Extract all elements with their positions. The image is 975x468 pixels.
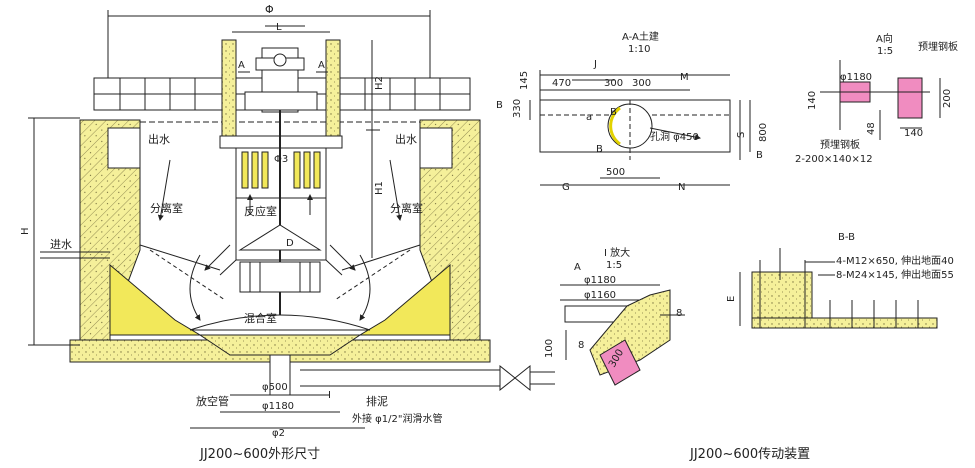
view-a-dim-200: 200 bbox=[942, 89, 953, 108]
aa-mark-a: a bbox=[586, 112, 592, 123]
dim-phi500: φ500 bbox=[262, 382, 288, 393]
aa-mark-b-right: B bbox=[756, 150, 763, 161]
detail-i-dim-8b: 8 bbox=[676, 308, 682, 319]
dim-phi1180: φ1180 bbox=[262, 401, 294, 412]
detail-i-dim-phi1160: φ1160 bbox=[584, 290, 616, 301]
aa-hole: 孔洞 φ450 bbox=[650, 131, 699, 143]
aa-mark-b-inner2: B bbox=[596, 144, 603, 155]
view-a-labels: A向 1:5 预埋钢板 φ1180 140 48 200 140 预埋钢板 2-… bbox=[795, 32, 958, 165]
view-a-plate-spec: 2-200×140×12 bbox=[795, 154, 873, 165]
dim-h1: H1 bbox=[374, 181, 385, 195]
aa-dim-m: M bbox=[680, 72, 689, 83]
mark-a-left: A bbox=[238, 60, 245, 71]
aa-mark-b-inner: B bbox=[610, 107, 617, 118]
view-a-dim-140a: 140 bbox=[807, 91, 818, 110]
bb-bolt2: 8-M24×145, 伸出地面55 bbox=[836, 268, 954, 281]
dim-h2: H2 bbox=[374, 76, 385, 90]
dim-l: L bbox=[276, 22, 282, 33]
aa-dim-470: 470 bbox=[552, 78, 571, 89]
section-aa-labels: A-A土建 1:10 J 470 300 300 M 145 330 B B B… bbox=[496, 30, 769, 193]
view-a bbox=[820, 60, 941, 140]
label-separation-left: 分离室 bbox=[150, 201, 183, 215]
dim-phi: Φ bbox=[265, 3, 274, 16]
caption-main: JJ200~600外形尺寸 bbox=[199, 447, 320, 462]
bb-dim-e: E bbox=[726, 296, 737, 302]
view-a-scale: 1:5 bbox=[877, 46, 893, 57]
mark-a-right: A bbox=[318, 60, 325, 71]
view-a-plate-label: 预埋钢板 bbox=[918, 40, 958, 53]
detail-i-dim-phi1180: φ1180 bbox=[584, 275, 616, 286]
aa-dim-s: S bbox=[736, 132, 747, 138]
detail-i-title: I 放大 bbox=[604, 246, 630, 259]
aa-dim-145: 145 bbox=[519, 71, 530, 90]
label-outlet-right: 出水 bbox=[395, 132, 417, 146]
view-a-title: A向 bbox=[876, 32, 893, 45]
aa-dim-j: J bbox=[593, 59, 597, 70]
bb-bolt1: 4-M12×650, 伸出地面40 bbox=[836, 254, 954, 267]
dim-h: H bbox=[20, 227, 31, 235]
bb-title: B-B bbox=[838, 232, 855, 243]
aa-dim-330: 330 bbox=[512, 99, 523, 118]
aa-dim-n: N bbox=[678, 182, 685, 193]
aa-scale: 1:10 bbox=[628, 44, 650, 55]
aa-title: A-A土建 bbox=[622, 30, 659, 43]
label-reaction-chamber: 反应室 bbox=[244, 204, 277, 218]
label-inlet: 进水 bbox=[50, 238, 72, 251]
label-sludge-discharge: 排泥 bbox=[366, 394, 388, 408]
detail-i-scale: 1:5 bbox=[606, 260, 622, 271]
view-a-dim-phi1180: φ1180 bbox=[840, 72, 872, 83]
view-a-dim-140b: 140 bbox=[904, 128, 923, 139]
launder-right bbox=[419, 127, 453, 169]
aa-dim-g: G bbox=[562, 182, 570, 193]
mark-d: D bbox=[286, 238, 294, 249]
label-outlet-left: 出水 bbox=[148, 132, 170, 146]
detail-i bbox=[560, 284, 685, 386]
label-mixing-chamber: 混合室 bbox=[244, 311, 277, 325]
aa-dim-800: 800 bbox=[758, 123, 769, 142]
main-clarifier-drawing bbox=[28, 10, 555, 429]
section-bb bbox=[739, 248, 938, 329]
mark-i: I bbox=[328, 390, 331, 401]
aa-dim-500: 500 bbox=[606, 167, 625, 178]
detail-i-dim-8a: 8 bbox=[578, 340, 584, 351]
detail-i-mark-a: A bbox=[574, 262, 581, 273]
dim-phi3: Φ3 bbox=[274, 154, 288, 165]
aa-dim-300a: 300 bbox=[604, 78, 623, 89]
label-lubrication-pipe: 外接 φ1/2"润滑水管 bbox=[352, 412, 442, 425]
section-aa bbox=[529, 70, 751, 186]
aa-dim-300b: 300 bbox=[632, 78, 651, 89]
section-bb-labels: B-B 4-M12×650, 伸出地面40 8-M24×145, 伸出地面55 … bbox=[726, 232, 954, 302]
view-a-dim-48: 48 bbox=[866, 122, 877, 135]
dim-phi2: φ2 bbox=[272, 428, 285, 439]
launder-left bbox=[107, 127, 141, 169]
caption-drive: JJ200~600传动装置 bbox=[689, 447, 810, 462]
main-labels: Φ L A A 出水 出水 分离室 分离室 反应室 Φ3 D 进水 混合室 放空… bbox=[20, 3, 442, 439]
label-separation-right: 分离室 bbox=[390, 201, 423, 215]
aa-mark-b-left: B bbox=[496, 100, 503, 111]
label-drain-pipe: 放空管 bbox=[196, 394, 229, 408]
view-a-plate-label2: 预埋钢板 bbox=[820, 138, 860, 151]
detail-i-dim-100: 100 bbox=[544, 339, 555, 358]
